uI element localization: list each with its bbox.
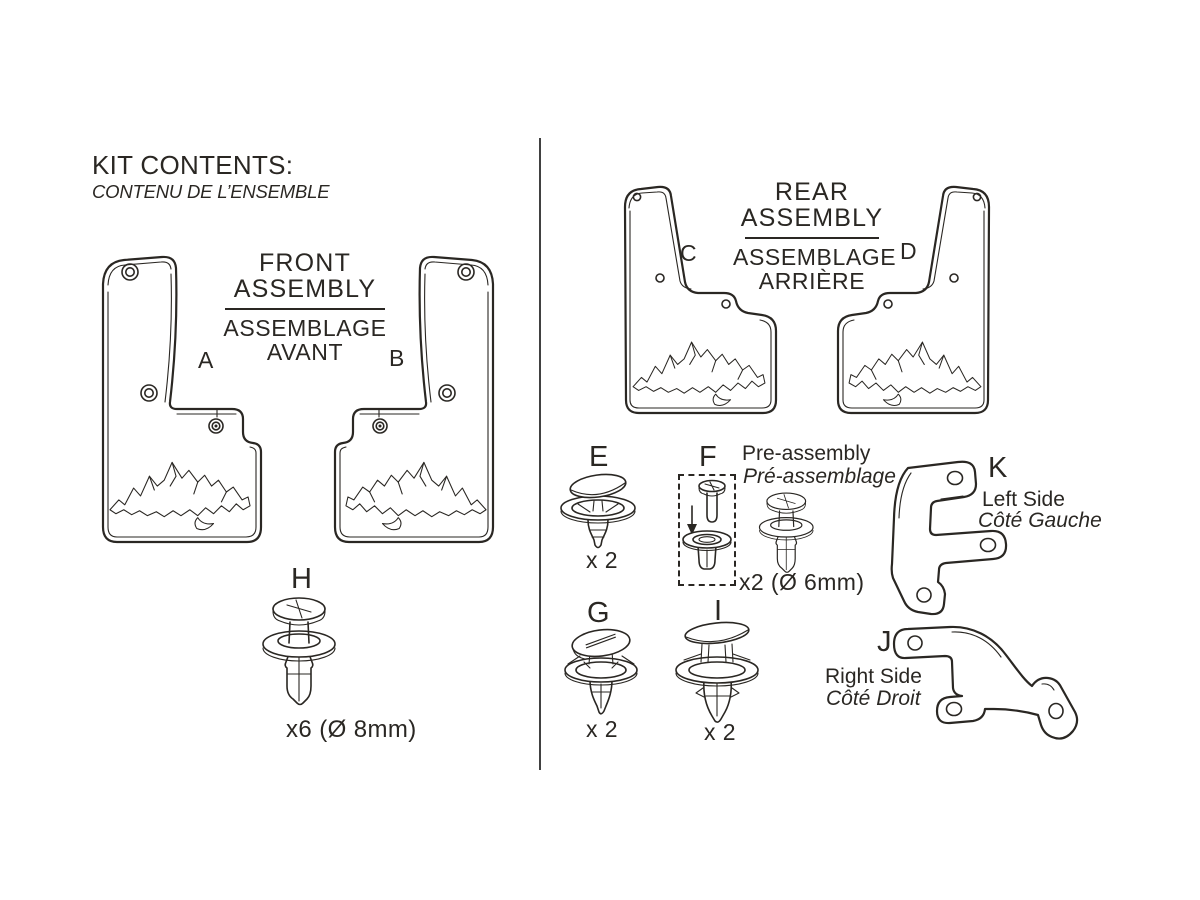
part-e-label: E (589, 441, 609, 473)
pre-assembly-note-en: Pre-assembly (742, 442, 871, 465)
pre-assembly-note-fr: Pré-assemblage (743, 465, 896, 488)
part-k-side-en: Left Side (982, 488, 1065, 511)
flap-b-label: B (389, 345, 405, 371)
part-g-qty: x 2 (586, 716, 618, 742)
rear-mudflap-left-illustration (619, 181, 785, 423)
part-j-label: J (877, 626, 892, 658)
pre-assembly-dashed-box (678, 474, 736, 586)
retainer-clip-e-illustration (558, 470, 638, 558)
part-k-side-fr: Côté Gauche (978, 509, 1102, 532)
preassembled-rivet-illustration (755, 487, 819, 581)
rear-mudflap-right-illustration (829, 181, 995, 423)
retainer-clip-g-illustration (560, 622, 642, 720)
rear-title-line-1: REAR (774, 178, 850, 206)
part-f-label: F (699, 441, 717, 473)
rear-subtitle-line-2: ARRIÈRE (758, 268, 866, 295)
retainer-clip-i-illustration (672, 618, 764, 730)
flap-a-label: A (198, 347, 214, 373)
front-subtitle-line-2: AVANT (266, 339, 344, 366)
part-h-label: H (291, 563, 312, 595)
section-divider-line (539, 138, 541, 770)
flap-c-label: C (680, 240, 697, 266)
front-mudflap-left-illustration (97, 252, 265, 548)
kit-contents-title: KIT CONTENTS: (92, 150, 294, 180)
part-k-label: K (988, 452, 1008, 484)
front-mudflap-right-illustration (331, 252, 499, 548)
rear-subtitle-line-1: ASSEMBLAGE (733, 243, 897, 270)
front-subtitle-line-1: ASSEMBLAGE (223, 314, 387, 341)
push-rivet-h-illustration (257, 594, 343, 712)
part-j-side-fr: Côté Droit (826, 687, 921, 710)
front-assembly-heading: FRONT ASSEMBLY ASSEMBLAGE AVANT (220, 250, 390, 365)
flap-d-label: D (900, 238, 917, 264)
kit-contents-subtitle: CONTENU DE L’ENSEMBLE (92, 181, 330, 202)
part-i-label: I (714, 595, 723, 627)
part-g-label: G (587, 597, 610, 629)
part-i-qty: x 2 (704, 719, 736, 745)
rear-title-line-2: ASSEMBLY (740, 204, 884, 233)
rear-heading-rule (745, 236, 879, 239)
front-title-line-2: ASSEMBLY (233, 275, 377, 304)
part-e-qty: x 2 (586, 547, 618, 573)
part-j-side-en: Right Side (825, 665, 922, 688)
bracket-k-illustration (884, 458, 1012, 616)
front-title-line-1: FRONT (258, 249, 352, 277)
rear-assembly-heading: REAR ASSEMBLY ASSEMBLAGE ARRIÈRE (733, 178, 897, 295)
part-f-qty: x2 (Ø 6mm) (739, 569, 865, 595)
part-h-qty: x6 (Ø 8mm) (286, 716, 417, 743)
grommet-illustration (681, 530, 733, 574)
screw-pin-illustration (694, 479, 730, 527)
front-heading-rule (225, 307, 385, 310)
